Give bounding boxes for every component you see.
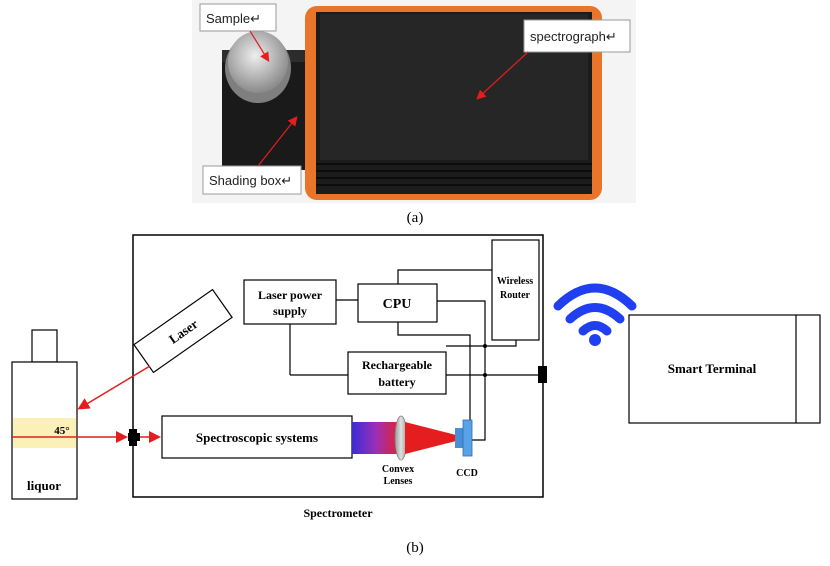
spectroscopic-systems-label: Spectroscopic systems — [196, 430, 318, 445]
junction-dot — [483, 373, 487, 377]
sample-band — [13, 418, 76, 448]
wireless-router-label-2: Router — [500, 290, 531, 301]
ccd-sensor — [455, 419, 473, 457]
spectroscopic-systems: Spectroscopic systems — [161, 415, 353, 459]
liquor-label: liquor — [27, 478, 61, 493]
liquor-bottle: 45° liquor — [11, 329, 78, 500]
spectrum-beam — [352, 422, 400, 454]
device-photo: Sample↵ spectrograph↵ Shading box↵ — [192, 0, 636, 203]
callout-sample: Sample↵ — [199, 3, 277, 63]
cpu-block: CPU — [357, 283, 438, 323]
heat-fins — [316, 163, 592, 186]
callout-spectrograph-text: spectrograph↵ — [530, 29, 617, 44]
callout-shading-box-text: Shading box↵ — [209, 173, 292, 188]
wireless-router: Wireless Router — [491, 239, 540, 341]
caption-b: (b) — [406, 540, 424, 556]
callout-spectrograph: spectrograph↵ — [476, 19, 631, 100]
bottle-cap — [31, 329, 58, 363]
output-connector — [538, 366, 547, 383]
smart-terminal: Smart Terminal — [628, 314, 821, 424]
convex-lenses-label-2: Lenses — [384, 476, 413, 487]
callout-shading-box: Shading box↵ — [202, 116, 302, 195]
cpu-label: CPU — [383, 297, 412, 312]
angle-label: 45° — [54, 425, 69, 437]
junction-dot — [483, 344, 487, 348]
focused-beam — [405, 422, 460, 454]
convex-lenses-label-1: Convex — [382, 464, 414, 475]
rechargeable-battery: Rechargeable battery — [347, 351, 447, 395]
spectrometer-label: Spectrometer — [303, 506, 373, 520]
smart-terminal-label: Smart Terminal — [668, 361, 757, 376]
sample-cap — [228, 31, 288, 93]
laser-power-supply: Laser power supply — [243, 279, 337, 325]
wireless-router-label-1: Wireless — [497, 276, 533, 287]
input-port-tab — [128, 433, 140, 441]
laser-power-supply-label-1: Laser power — [258, 288, 323, 302]
laser: Laser — [133, 288, 233, 374]
wifi-icon — [553, 283, 637, 336]
battery-label-2: battery — [378, 375, 415, 389]
wifi-dot — [589, 334, 601, 346]
callout-sample-text: Sample↵ — [206, 11, 261, 26]
battery-label-1: Rechargeable — [362, 358, 433, 372]
wiring — [289, 269, 540, 441]
excitation-beam — [77, 365, 151, 410]
caption-a: (a) — [407, 210, 424, 226]
laser-power-supply-label-2: supply — [273, 304, 307, 318]
ccd-label: CCD — [456, 468, 478, 479]
